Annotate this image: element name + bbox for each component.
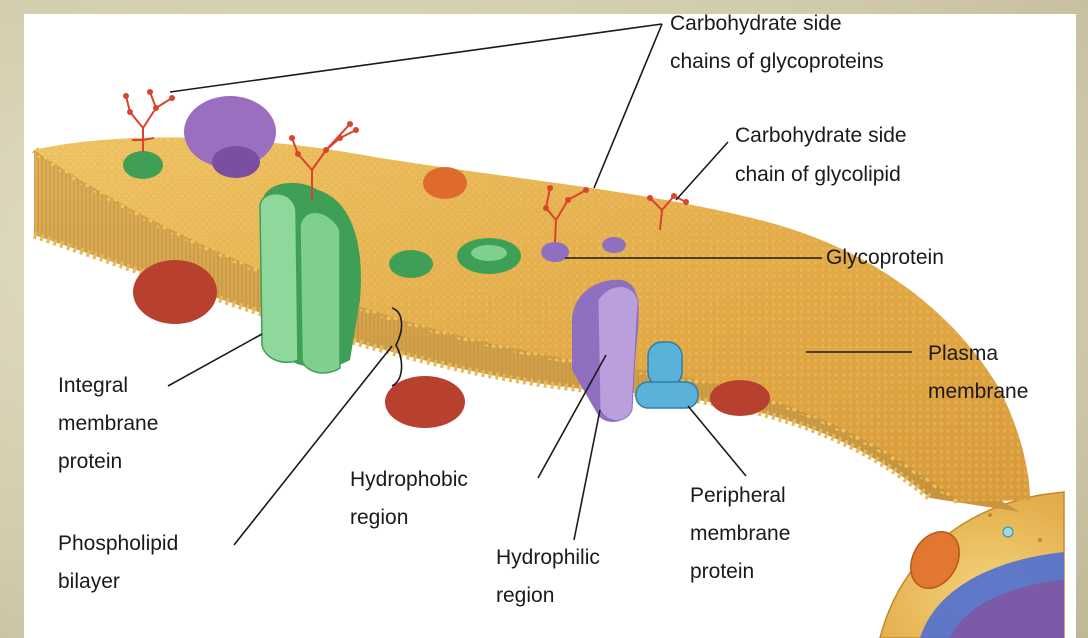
label-phospholipid-bilayer: Phospholipid bilayer bbox=[58, 532, 184, 593]
label-peripheral-protein: Peripheral membrane protein bbox=[690, 484, 796, 583]
label-integral-protein: Integral membrane protein bbox=[58, 374, 164, 473]
label-hydrophobic-region: Hydrophobic region bbox=[350, 468, 474, 529]
phospholipid-bilayer-shape bbox=[34, 138, 1030, 512]
purple-integral-shape bbox=[572, 280, 639, 422]
label-hydrophilic-region: Hydrophilic region bbox=[496, 546, 606, 607]
label-glycolipid-chain: Carbohydrate side chain of glycolipid bbox=[735, 124, 912, 186]
cell-illustration bbox=[880, 492, 1064, 638]
label-glycoprotein: Glycoprotein bbox=[826, 246, 944, 269]
label-glycoprotein-chains: Carbohydrate side chains of glycoprotein… bbox=[670, 12, 884, 73]
